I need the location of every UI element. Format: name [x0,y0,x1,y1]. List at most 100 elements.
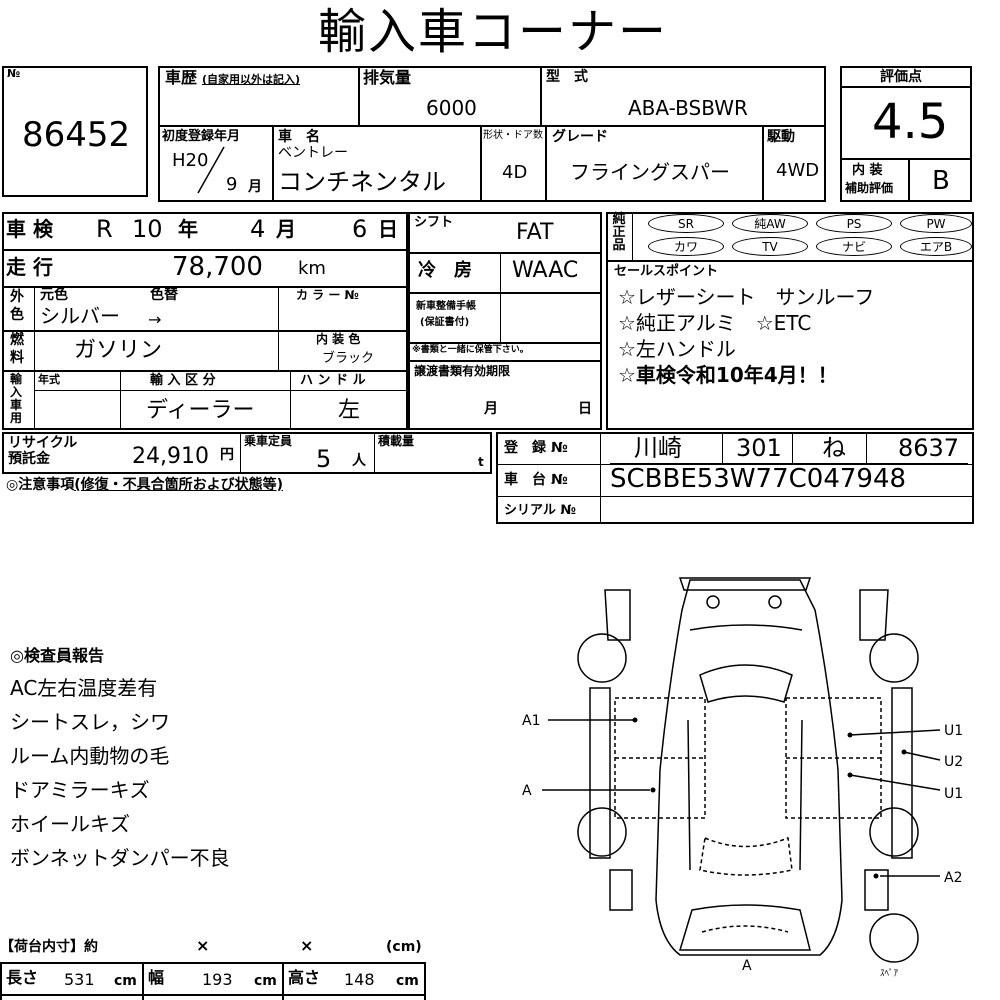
interior-score-label-1: 内 装 [852,163,883,178]
stock-number: 86452 [22,115,131,155]
spec-grid [158,66,826,202]
equip-genuine-aw: 純AW [732,214,808,233]
history-label: 車歴 [165,68,198,87]
shape-doors-value: 4D [502,162,528,183]
fuel-value: ガソリン [74,338,163,363]
shaken-day-unit: 日 [378,217,398,241]
cargo-heading: 【荷台内寸】約 [0,939,98,955]
damage-label-u2: U2 [944,754,963,770]
interior-score-value: B [932,166,950,196]
interior-color-value: ブラック [322,351,375,366]
model-code-value: ABA-BSBWR [628,96,748,120]
load-unit: t [478,455,484,469]
equip-navi: ナビ [816,237,892,256]
drive-value: 4WD [776,160,820,181]
inspector-line-6: ボンネットダンパー不良 [10,846,230,870]
sales-point-1: ☆レザーシート サンルーフ [618,285,875,309]
displacement-value: 6000 [426,96,477,120]
equip-pw: PW [900,214,972,233]
fuel-label-2: 料 [10,350,24,366]
page-title: 輸入車コーナー [318,4,669,60]
left-side-panel [589,687,611,859]
capacity-unit: 人 [352,453,366,469]
mileage-label: 走 行 [6,255,53,279]
recycle-block [2,432,492,474]
equipment-label: 純正品 [612,212,626,253]
capacity-label: 乗車定員 [244,434,293,448]
fuel-label-1: 燃 [10,332,24,348]
recolor-label: 色替 [150,287,178,303]
trunk [678,904,811,951]
cargo-length-cm: cm [114,973,137,989]
cargo-times-2: × [300,936,314,955]
maintenance-label-2: (保証書付) [420,317,470,328]
ac-label: 冷 房 [418,260,472,281]
equip-leather: カワ [648,237,724,256]
first-registration-year: H20 [172,150,209,171]
recycle-value: 24,910 [132,444,209,469]
front-bumper [678,577,812,591]
transfer-month: 月 [484,401,498,417]
inspector-line-2: シートスレ，シワ [10,710,170,734]
shift-ac-block [408,212,602,430]
cargo-height-value: 148 [344,970,375,989]
color-no-label: カ ラ ー № [296,288,359,302]
cargo-height-cm: cm [396,973,419,989]
capacity-value: 5 [316,445,332,473]
damage-label-u1-top: U1 [944,723,963,739]
inspector-line-4: ドアミラーキズ [10,778,150,802]
cargo-width-value: 193 [202,970,233,989]
score-inner-box [840,86,972,160]
inspector-heading: ◎検査員報告 [10,646,104,665]
damage-label-a-bottom: A [742,958,752,974]
mileage-unit: km [298,258,326,279]
hood-emblem-left [706,595,720,609]
first-registration-label: 初度登録年月 [162,129,241,144]
shape-doors-label: 形状・ドア数 [483,130,543,141]
registration-block [496,432,974,524]
slash-divider [197,146,225,194]
cargo-width-cm: cm [254,973,277,989]
right-rear-fender [864,869,889,911]
caution-label: ◎注意事項(修復・不具合箇所および状態等) [6,478,283,492]
color-arrow: → [148,310,162,329]
maintenance-label-1: 新車整備手帳 [416,301,476,312]
car-damage-diagram: A1 A U1 U2 U1 A2 A ｽﾍﾟｱ [522,577,963,979]
spare-label: ｽﾍﾟｱ [880,968,899,979]
equipment-sales-block [606,212,974,430]
color-value: シルバー [40,304,120,328]
color-label-1: 外 [10,289,24,305]
import-type-label: 輸 入 区 分 [150,373,216,388]
stock-number-label: № [7,67,21,80]
first-registration-month-unit: 月 [248,179,262,195]
recycle-label-2: 預託金 [8,451,50,467]
equip-tv: TV [732,237,808,256]
shaken-era: R [96,215,113,243]
shaken-day: 6 [352,215,368,243]
grade-label: グレード [552,129,608,145]
damage-label-u1-bottom: U1 [944,786,963,802]
front-left-wheel [577,633,627,683]
model-year-label: 年式 [38,373,60,386]
inspector-line-3: ルーム内動物の毛 [10,744,170,768]
right-side-panel [891,687,913,859]
shaken-year: 10 [132,215,163,243]
shaken-label: 車 検 [6,217,53,241]
front-right-wheel [869,633,919,683]
registration-kana: ね [822,434,846,462]
registration-number: 8637 [898,434,960,462]
transfer-day: 日 [578,401,592,417]
sales-point-3: ☆左ハンドル [618,337,736,361]
caution-note: (修復・不具合箇所および状態等) [74,477,284,493]
color-label-2: 色 [10,307,24,323]
score-label: 評価点 [880,69,922,85]
mileage-value: 78,700 [172,252,263,282]
handle-value: 左 [338,398,361,423]
damage-label-a: A [522,783,532,799]
displacement-label: 排気量 [363,68,412,87]
cargo-height-label: 高さ [288,968,321,987]
registration-label: 登 録 № [504,440,568,456]
original-color-label: 元色 [40,287,68,303]
rear-left-wheel [577,807,627,857]
sales-points-label: セールスポイント [614,264,719,279]
